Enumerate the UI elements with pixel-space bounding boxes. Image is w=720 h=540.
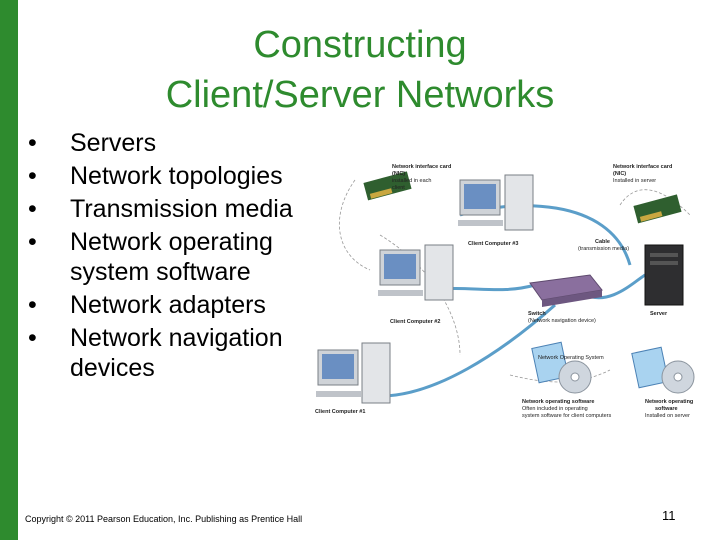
server-label: Server — [650, 311, 668, 317]
cable-sub-label: (transmission media) — [578, 246, 629, 252]
nic-client-note: installed in each — [392, 178, 431, 184]
switch-icon — [529, 274, 603, 307]
nic-server-abbr: (NIC) — [613, 171, 626, 177]
nos-server-title: software — [655, 406, 678, 412]
bullet-item: Servers — [28, 128, 313, 158]
bullet-list: Servers Network topologies Transmission … — [28, 128, 313, 386]
bullet-item: Network operating system software — [28, 227, 313, 287]
slide-title: Constructing Client/Server Networks — [60, 20, 660, 120]
nic-card-server-icon — [633, 194, 682, 224]
nic-server-note: Installed in server — [613, 178, 656, 184]
nic-server-title: Network interface card — [613, 164, 672, 170]
bullet-item: Transmission media — [28, 194, 313, 224]
switch-label: Switch — [528, 311, 546, 317]
nic-card-client-icon — [363, 171, 412, 201]
copyright-footer: Copyright © 2011 Pearson Education, Inc.… — [25, 514, 303, 524]
title-line-2: Client/Server Networks — [165, 74, 555, 116]
nic-client-abbr: (NIC) — [392, 171, 405, 177]
cable-label: Cable — [595, 239, 610, 245]
leader-line — [619, 189, 691, 216]
title-line-1: Constructing — [253, 24, 467, 66]
server-icon — [644, 244, 684, 306]
bullet-item: Network navigation devices — [28, 323, 313, 383]
network-cables — [364, 204, 646, 398]
nos-client-note: Often included in operating — [522, 406, 588, 412]
client-computer-2-icon — [378, 244, 454, 301]
nic-client-title: Network interface card — [392, 164, 451, 170]
bullet-item: Network topologies — [28, 161, 313, 191]
accent-side-bar — [0, 0, 18, 540]
bullet-item: Network adapters — [28, 290, 313, 320]
nos-server-title: Network operating — [645, 399, 693, 405]
page-number: 11 — [662, 508, 676, 523]
client-2-label: Client Computer #2 — [390, 319, 440, 325]
box-label: Network Operating System — [538, 355, 604, 361]
nos-client-title: Network operating software — [522, 399, 594, 405]
leader-line — [338, 179, 371, 271]
nic-client-note: client — [392, 185, 405, 191]
client-computer-1-icon — [316, 342, 391, 404]
nos-client-note: system software for client computers — [522, 413, 612, 419]
client-3-label: Client Computer #3 — [468, 241, 518, 247]
leader-line — [509, 369, 611, 383]
client-1-label: Client Computer #1 — [315, 409, 365, 415]
switch-sub-label: (Network navigation device) — [528, 318, 596, 324]
network-diagram: Network Operating System Network interfa… — [315, 164, 695, 419]
client-computer-3-icon — [458, 174, 534, 231]
nos-software-box-server-icon — [631, 346, 695, 394]
nos-server-note: Installed on server — [645, 413, 690, 419]
nos-software-box-client-icon — [531, 341, 592, 394]
